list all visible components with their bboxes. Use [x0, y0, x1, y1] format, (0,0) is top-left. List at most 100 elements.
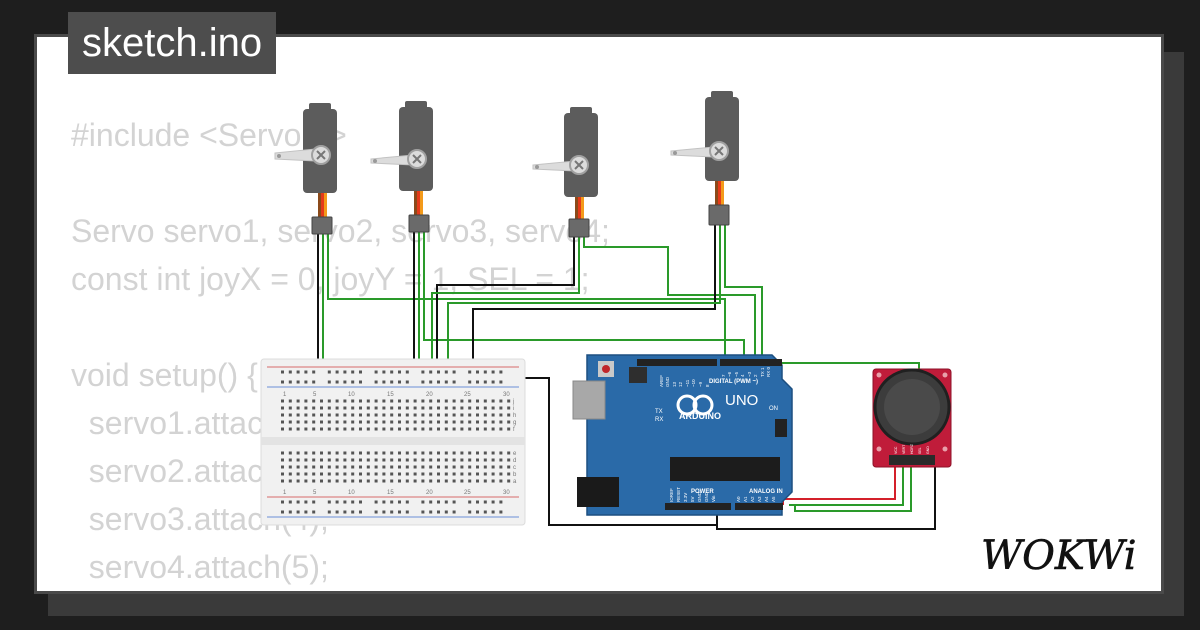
arduino-brand: ARDUINO [679, 411, 721, 421]
pin-10: ~10 [691, 379, 696, 387]
pin-3: ~3 [747, 371, 752, 377]
code-line: servo4.attach(5); [71, 549, 329, 585]
servo1-wires [317, 234, 726, 370]
code-line: Servo servo1, servo2, servo3, servo4; [71, 213, 610, 249]
pin-vin: Vin [711, 495, 716, 502]
bb-row-c: c [513, 465, 516, 471]
power-label: POWER [691, 489, 714, 495]
bb-col-15: 15 [387, 392, 394, 398]
pin-gnd: GND [665, 376, 670, 387]
code-line: pinMode(SEL, INPUT_PULLUP); [71, 591, 610, 594]
digital-pin-labels: AREF GND 13 12 ~11 ~10 ~9 8 7 ~6 ~5 4 ~3… [659, 366, 771, 387]
project-card: #include <Servo.h>Servo servo1, servo2, … [34, 34, 1164, 594]
pin-ioref: IOREF [669, 488, 674, 502]
joystick-horz-wire [794, 465, 912, 512]
pin-13: 13 [672, 381, 677, 387]
pin-11: ~11 [685, 379, 690, 387]
pin-12: 12 [678, 381, 683, 387]
bb-col-5: 5 [313, 392, 317, 398]
bb-row-g: g [513, 420, 516, 426]
bb-row-j: j [512, 399, 514, 405]
servo-2[interactable] [370, 101, 433, 233]
bb-col-20-bottom: 20 [426, 490, 433, 496]
code-preview: #include <Servo.h>Servo servo1, servo2, … [71, 111, 610, 594]
power-jack [577, 477, 619, 507]
circuit-diagram: 1 5 10 15 20 25 30 1 5 10 15 20 25 30 j … [260, 91, 952, 530]
joystick-vert-wire [789, 465, 904, 506]
usb-port [572, 380, 606, 420]
servo-3[interactable] [532, 107, 598, 238]
pin-9: ~9 [698, 381, 703, 387]
breadboard-column-numbers: 1 5 10 15 20 25 30 1 5 10 15 20 25 30 [283, 392, 510, 496]
pin-gnd-1: GND [697, 491, 702, 502]
bb-col-25-bottom: 25 [464, 490, 471, 496]
pin-a5: A5 [771, 496, 776, 502]
pin-a1: A1 [743, 496, 748, 502]
pin-5v: 5V [690, 496, 695, 502]
power-pin-labels: IOREF RESET 3.3V 5V GND GND Vin [669, 487, 716, 502]
joy-pin-gnd: GND [926, 446, 930, 454]
pin-reset: RESET [676, 487, 681, 502]
on-label: ON [769, 406, 778, 412]
analog-pin-labels: A0 A1 A2 A3 A4 A5 [736, 496, 776, 502]
bb-col-5-bottom: 5 [313, 490, 317, 496]
pin-a0: A0 [736, 496, 741, 502]
pin-5: ~5 [734, 371, 739, 377]
pin-3v3: 3.3V [683, 493, 688, 502]
bb-col-10-bottom: 10 [348, 490, 355, 496]
rx-label: RX [655, 417, 663, 423]
bb-row-e: e [513, 451, 517, 457]
pin-a2: A2 [750, 496, 755, 502]
pin-a4: A4 [764, 496, 769, 502]
bb-row-h: h [513, 413, 516, 419]
bb-col-20: 20 [426, 392, 433, 398]
joystick-gnd-wire [716, 465, 936, 530]
bb-col-25: 25 [464, 392, 471, 398]
bb-col-1-bottom: 1 [283, 490, 287, 496]
bb-row-d: d [513, 458, 516, 464]
joy-pin-vert: VERT [902, 444, 906, 454]
bb-col-30: 30 [503, 392, 510, 398]
bb-col-15-bottom: 15 [387, 490, 394, 496]
pin-6: ~6 [727, 371, 732, 377]
pin-tx: TX 1 [760, 367, 765, 377]
atmega-chip [670, 457, 780, 481]
breadboard-row-letters: j i h g f e d c b a [512, 399, 517, 485]
wokwi-logo-text: WOKWi [981, 533, 1137, 579]
bb-col-1: 1 [283, 392, 287, 398]
pin-8: 8 [705, 384, 710, 387]
pin-aref: AREF [659, 375, 664, 387]
servo-1[interactable] [274, 103, 337, 235]
wokwi-logo[interactable]: WOKWi [981, 531, 1153, 581]
joy-pin-vcc: VCC [894, 446, 898, 454]
joystick-pin-labels: VCC VERT HORZ SEL GND [894, 443, 930, 454]
breadboard: 1 5 10 15 20 25 30 1 5 10 15 20 25 30 j … [260, 358, 526, 526]
pin-rx: RX 0 [766, 366, 771, 377]
arduino-uno[interactable]: ARDUINO UNO DIGITAL (PWM ~) ON TX RX POW… [572, 354, 805, 516]
pin-gnd-2: GND [704, 491, 709, 502]
code-line: const int joyX = 0, joyY = 1, SEL = 1; [71, 261, 590, 297]
bb-row-a: a [513, 479, 517, 485]
bb-col-10: 10 [348, 392, 355, 398]
joystick-module[interactable]: VCC VERT HORZ SEL GND [872, 368, 952, 468]
analog-label: ANALOG IN [749, 489, 783, 495]
bb-row-b: b [513, 472, 517, 478]
pin-2: 2 [753, 374, 758, 377]
pin-4: 4 [740, 374, 745, 377]
breadboard-holes [281, 370, 511, 514]
pin-7: 7 [721, 374, 726, 377]
bb-col-30-bottom: 30 [503, 490, 510, 496]
servo2-wires [413, 232, 745, 370]
file-name-tab[interactable]: sketch.ino [68, 12, 277, 74]
code-line: void setup() { [71, 357, 258, 393]
joy-pin-horz: HORZ [910, 443, 914, 454]
servo3-wires [431, 237, 756, 370]
joy-pin-sel: SEL [918, 447, 922, 454]
bb-row-i: i [513, 406, 514, 412]
servo4-wires [447, 225, 763, 370]
servo-4[interactable] [670, 91, 739, 226]
arduino-model: UNO [725, 392, 758, 409]
tx-label: TX [655, 409, 663, 415]
bb-row-f: f [513, 427, 515, 433]
pin-a3: A3 [757, 496, 762, 502]
